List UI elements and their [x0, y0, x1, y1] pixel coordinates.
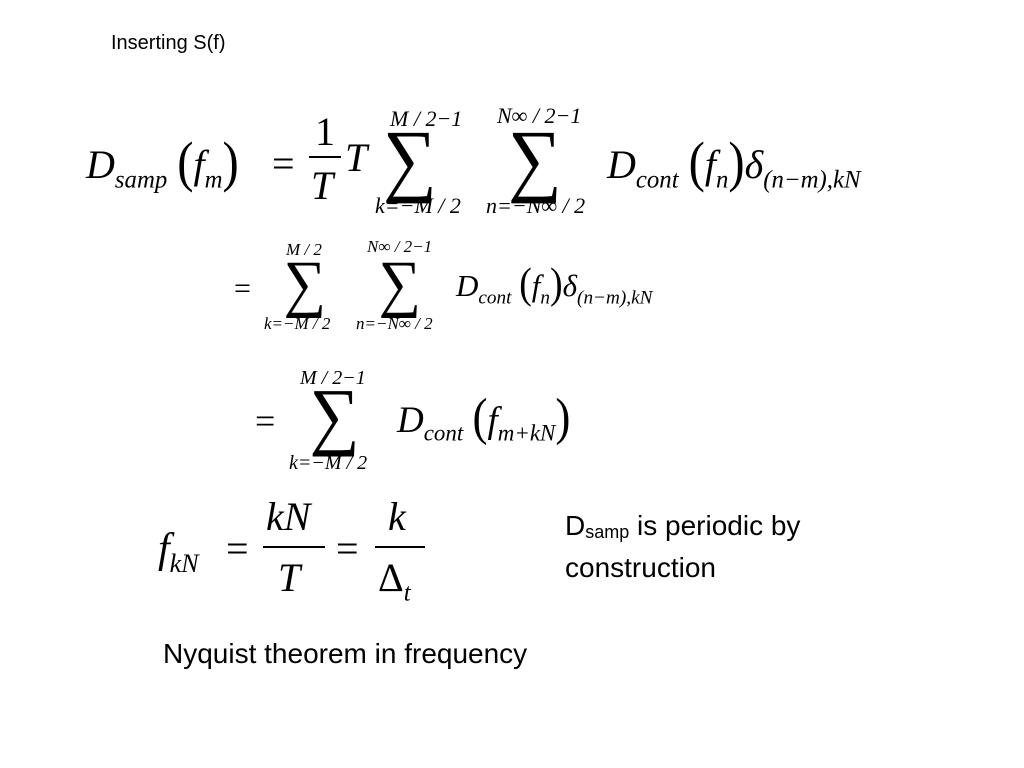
eq2-sum1-upper: M / 2 [286, 240, 322, 259]
periodic-note-sub: samp [585, 522, 630, 542]
nyquist-caption: Nyquist theorem in frequency [163, 638, 528, 669]
eq1-sum1-upper: M / 2−1 [390, 106, 463, 131]
eq4-lhs: fkN [158, 525, 199, 576]
eq4-frac1-num: kN [266, 494, 311, 539]
eq1-D: D [607, 142, 636, 187]
eq2-lparen: ( [519, 259, 532, 309]
eq4-frac1-line [263, 546, 325, 548]
eq1-frac-num: 1 [315, 109, 335, 154]
eq1-sum1-lower: k=−M / 2 [375, 193, 461, 218]
eq1-lhs-f: f [193, 142, 205, 187]
eq3-f: f [487, 400, 498, 441]
eq2-delta: δ [562, 268, 578, 303]
eq1-equals: = [272, 141, 295, 186]
eq2-sum2-lower: n=−N∞ / 2 [356, 314, 433, 333]
eq4-frac2-num: k [388, 494, 406, 539]
eq1-lparen: ( [177, 130, 194, 193]
eq4-delta-sub: t [403, 579, 411, 607]
eq1-f: f [704, 142, 716, 187]
eq3-equals: = [255, 401, 276, 441]
eq2-sum1-lower: k=−M / 2 [264, 314, 331, 333]
eq1-rhs-rparen: ) [728, 130, 745, 193]
eq2-f-sub: n [540, 287, 551, 309]
eq1-rhs-lparen: ( [688, 130, 705, 193]
eq1-rhs: Dcont (fn)δ(n−m),kN [607, 134, 861, 192]
periodic-note-d: D [565, 510, 586, 541]
eq1-rparen: ) [222, 130, 239, 193]
periodic-note-line-1: Dsamp is periodic by [565, 508, 800, 550]
eq4-equals-1: = [226, 526, 249, 571]
eq1-sum1-sigma: ∑ [383, 115, 437, 205]
eq1-lhs-D-sub: samp [114, 166, 168, 194]
periodic-note: Dsamp is periodic by construction [565, 508, 800, 585]
eq3-D-sub: cont [423, 420, 464, 446]
eq3-D: D [397, 400, 424, 441]
eq4-frac2-den: Δt [378, 554, 411, 605]
eq1-frac-line [309, 156, 341, 158]
eq4-delta: Δ [378, 555, 404, 600]
eq3-rhs: Dcont (fm+kN) [397, 388, 571, 446]
eq4-frac2-line [375, 546, 425, 548]
eq3-lparen: ( [472, 388, 488, 446]
eq4-f: f [158, 526, 170, 572]
eq3-rparen: ) [555, 388, 571, 446]
eq1-f-sub: n [715, 166, 729, 194]
eq1-lhs-f-sub: m [204, 166, 223, 194]
eq1-D-sub: cont [635, 166, 679, 194]
eq3-sum-sigma: ∑ [309, 375, 360, 458]
eq2-sum2-sigma: ∑ [378, 247, 421, 320]
eq3-f-sub: m+kN [497, 420, 556, 446]
eq1-T: T [345, 135, 368, 180]
periodic-note-line-2: construction [565, 552, 716, 583]
eq4-frac1-den: T [278, 555, 301, 600]
eq1-sum2-lower: n=−N∞ / 2 [486, 193, 586, 218]
eq2-D: D [456, 268, 479, 303]
eq2-rhs: Dcont (fn)δ(n−m),kN [456, 259, 652, 309]
periodic-note-rest: is periodic by [629, 510, 801, 541]
eq2-rparen: ) [550, 259, 563, 309]
eq2-sum2-upper: N∞ / 2−1 [367, 237, 433, 256]
slide-heading: Inserting S(f) [111, 32, 226, 54]
eq2-sum1-sigma: ∑ [283, 247, 326, 320]
eq1-sum2-upper: N∞ / 2−1 [497, 103, 582, 128]
eq3-sum-lower: k=−M / 2 [289, 452, 368, 474]
eq2-delta-sub: (n−m),kN [577, 287, 653, 309]
eq4-f-sub: kN [169, 548, 199, 578]
eq2-equals: = [234, 272, 251, 305]
eq1-lhs: Dsamp (fm) [86, 134, 239, 192]
eq1-sum2-sigma: ∑ [508, 115, 562, 205]
eq1-frac-den: T [311, 163, 334, 208]
eq1-lhs-D: D [86, 142, 115, 187]
eq1-delta-sub: (n−m),kN [763, 166, 861, 194]
eq2-f: f [531, 268, 541, 303]
eq3-sum-upper: M / 2−1 [300, 367, 366, 389]
eq4-equals-2: = [336, 526, 359, 571]
eq1-delta: δ [744, 142, 764, 187]
eq2-D-sub: cont [478, 287, 512, 309]
